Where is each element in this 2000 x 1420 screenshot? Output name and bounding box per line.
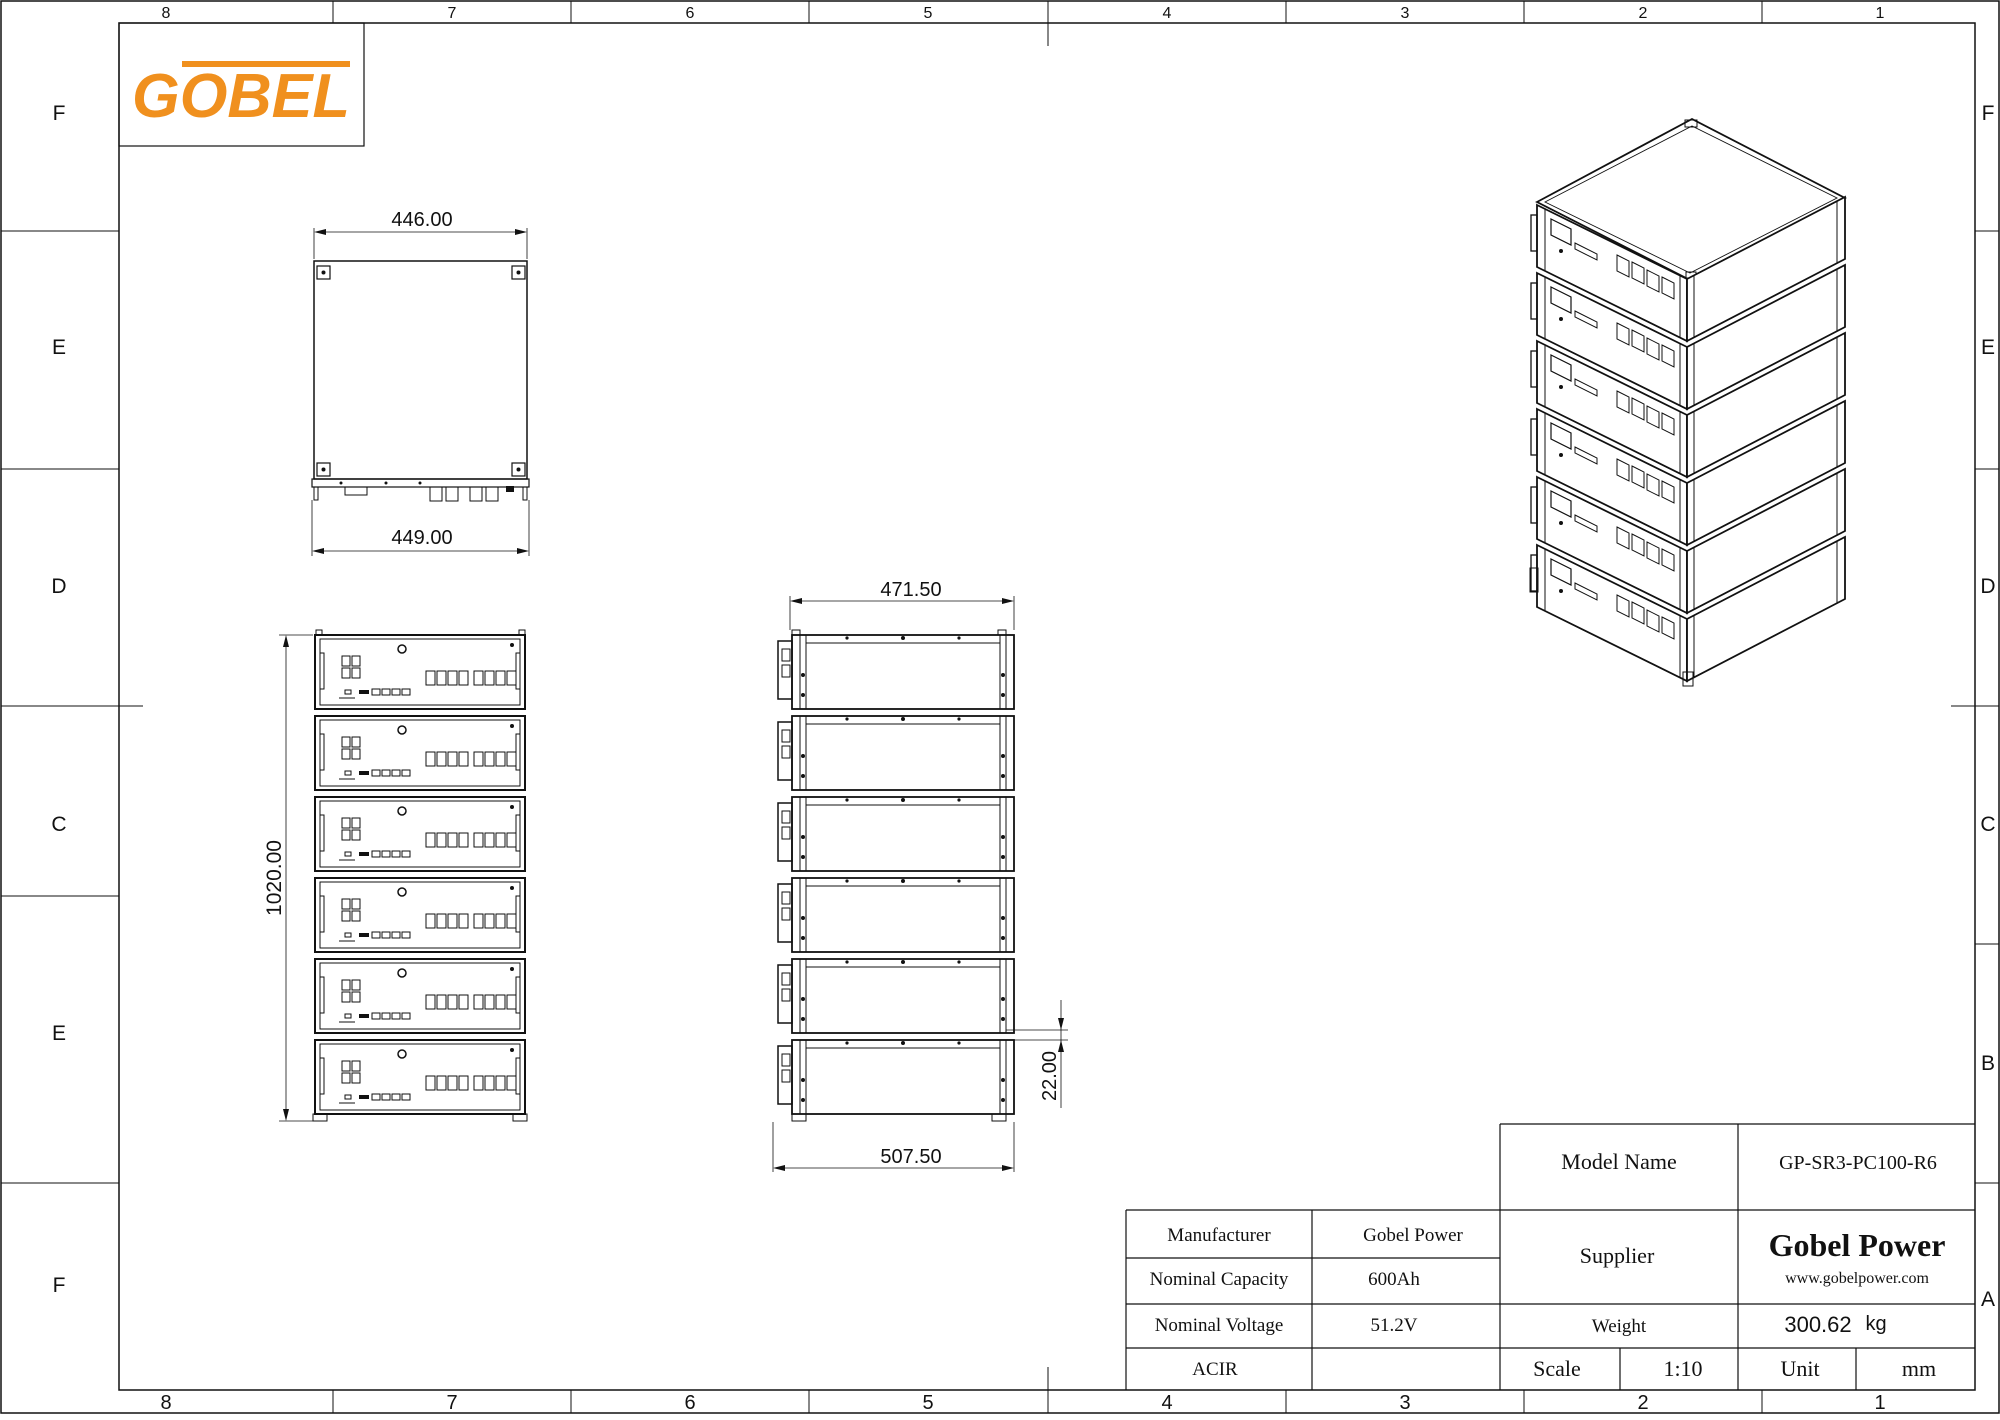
col-label-bottom: 8 xyxy=(160,1392,171,1414)
col-label-bottom: 7 xyxy=(446,1392,457,1414)
supplier-label: Supplier xyxy=(1580,1243,1655,1268)
col-label-bottom: 4 xyxy=(1161,1392,1172,1414)
weight-label: Weight xyxy=(1592,1316,1647,1337)
row-label-left: E xyxy=(52,336,66,359)
row-label-right: D xyxy=(1980,575,1995,598)
weight-unit: kg xyxy=(1865,1313,1886,1335)
row-label-right: B xyxy=(1981,1052,1995,1075)
row-label-right: C xyxy=(1980,813,1995,836)
nominal-capacity-value: 600Ah xyxy=(1368,1269,1420,1290)
dim-side-top-width: 471.50 xyxy=(880,579,941,601)
col-label-bottom: 6 xyxy=(684,1392,695,1414)
dim-top-width: 446.00 xyxy=(391,209,452,231)
row-label-right: A xyxy=(1981,1288,1995,1311)
col-label-top: 4 xyxy=(1163,5,1172,22)
gobel-logo: GOBEL xyxy=(118,22,365,147)
row-label-left: E xyxy=(52,1022,66,1045)
logo-wordmark: GOBEL xyxy=(132,62,350,131)
row-label-left: D xyxy=(51,575,66,598)
nominal-capacity-label: Nominal Capacity xyxy=(1150,1269,1289,1290)
manufacturer-value: Gobel Power xyxy=(1363,1225,1463,1246)
row-label-left: F xyxy=(53,1274,66,1297)
row-label-left: C xyxy=(51,813,66,836)
supplier-url: www.gobelpower.com xyxy=(1785,1270,1929,1287)
row-label-right: F xyxy=(1982,102,1995,125)
scale-label: Scale xyxy=(1533,1356,1581,1381)
dim-side-bottom-width: 507.50 xyxy=(880,1146,941,1168)
col-label-top: 2 xyxy=(1639,5,1648,22)
unit-value: mm xyxy=(1902,1356,1936,1381)
nominal-voltage-value: 51.2V xyxy=(1371,1315,1418,1336)
dim-side-gap: 22.00 xyxy=(1039,1051,1061,1101)
unit-label: Unit xyxy=(1780,1356,1819,1381)
col-label-bottom: 5 xyxy=(922,1392,933,1414)
col-label-bottom: 1 xyxy=(1874,1392,1885,1414)
side-view: 471.50 507.50 22.00 xyxy=(772,579,1068,1172)
col-label-top: 1 xyxy=(1876,5,1885,22)
col-label-top: 6 xyxy=(686,5,695,22)
acir-label: ACIR xyxy=(1192,1359,1238,1380)
front-view: 1020.00 xyxy=(263,629,528,1122)
weight-value: 300.62 xyxy=(1784,1312,1851,1337)
col-label-bottom: 3 xyxy=(1399,1392,1410,1414)
nominal-voltage-label: Nominal Voltage xyxy=(1155,1315,1284,1336)
isometric-view xyxy=(1529,117,1847,687)
dim-top-bottom-width: 449.00 xyxy=(391,527,452,549)
row-label-left: F xyxy=(53,102,66,125)
col-label-top: 8 xyxy=(162,5,171,22)
col-label-top: 7 xyxy=(448,5,457,22)
logo-swoosh xyxy=(182,61,350,67)
model-name-label: Model Name xyxy=(1561,1149,1676,1174)
supplier-name: Gobel Power xyxy=(1769,1227,1946,1263)
col-label-top: 3 xyxy=(1401,5,1410,22)
row-label-right: E xyxy=(1981,336,1995,359)
col-label-bottom: 2 xyxy=(1637,1392,1648,1414)
title-block xyxy=(1125,1123,1975,1390)
col-label-top: 5 xyxy=(924,5,933,22)
scale-value: 1:10 xyxy=(1663,1356,1702,1381)
dim-front-height: 1020.00 xyxy=(263,840,286,916)
top-view: 446.00 449.00 xyxy=(311,209,530,556)
model-name-value: GP-SR3-PC100-R6 xyxy=(1779,1152,1937,1174)
manufacturer-label: Manufacturer xyxy=(1167,1225,1271,1246)
